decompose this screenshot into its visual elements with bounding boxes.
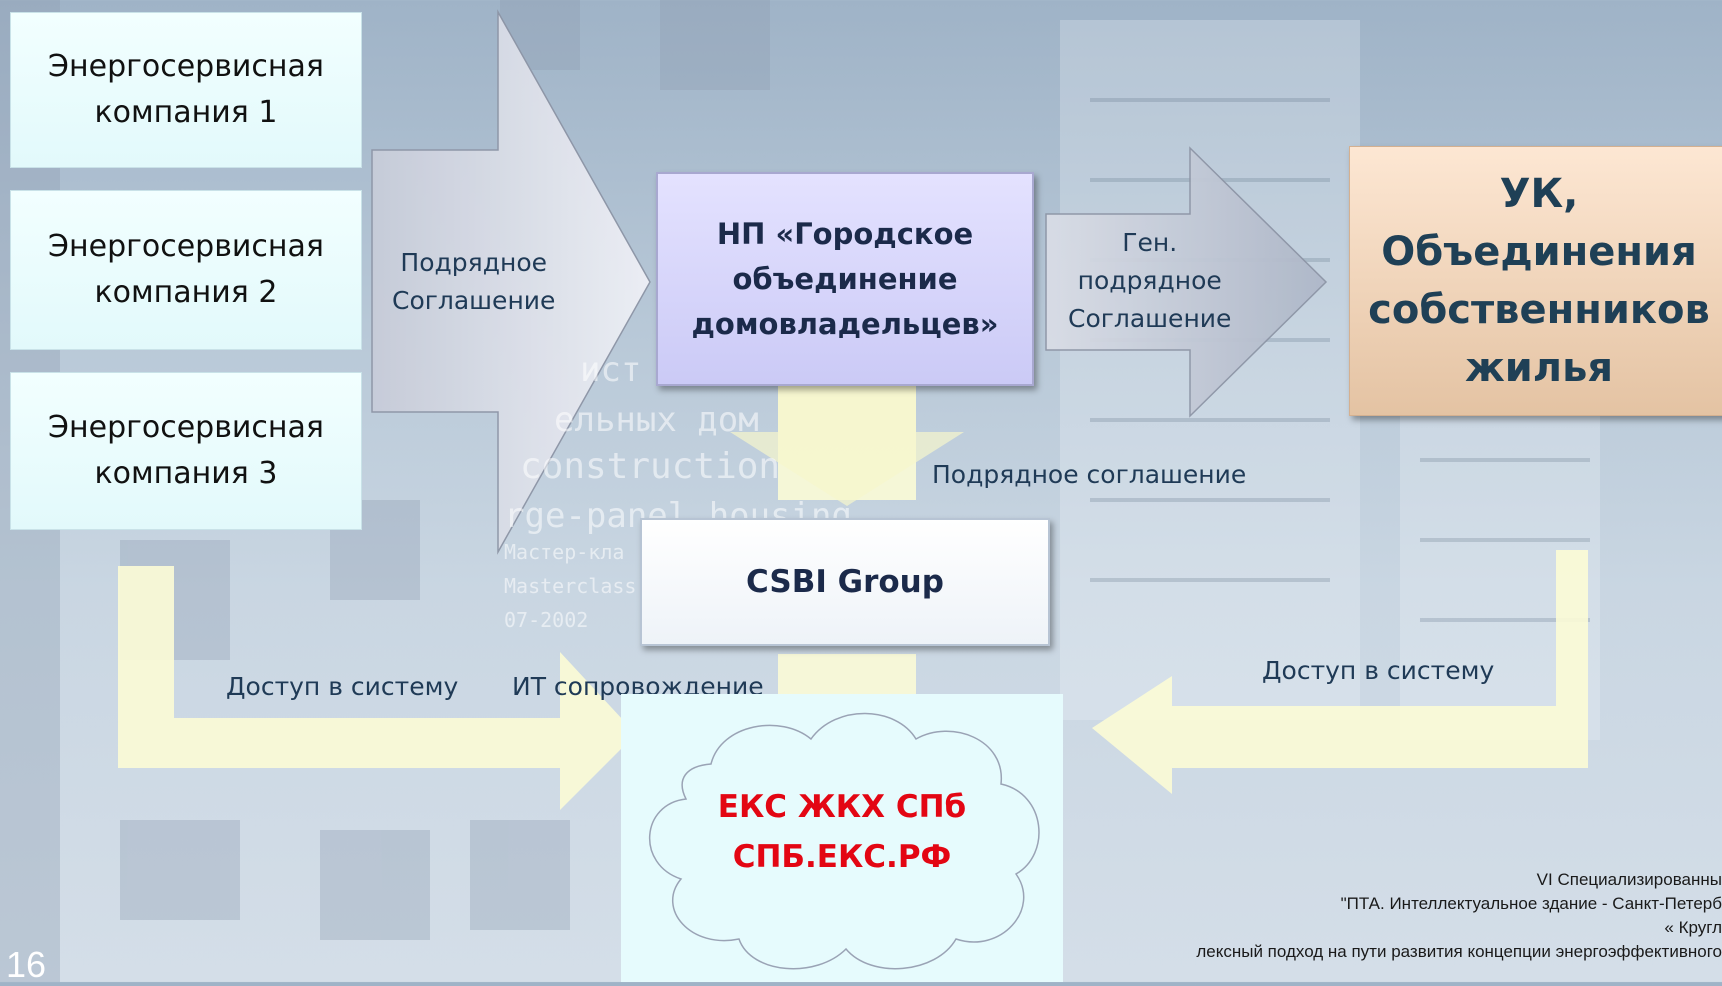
uk-box-line: жилья <box>1464 345 1614 391</box>
cloud-panel <box>621 694 1063 982</box>
company-name-line: компания 1 <box>94 95 278 130</box>
company-name-line: компания 2 <box>94 275 278 310</box>
company-name-line: компания 3 <box>94 456 278 491</box>
csbi-box-label: CSBI Group <box>746 564 944 600</box>
np-box: НП «Городское объединение домовладельцев… <box>656 172 1034 386</box>
watermark-line: ельных дом <box>554 400 759 440</box>
np-box-line: объединение <box>732 261 958 296</box>
access-arrow-right <box>1092 550 1588 794</box>
company-name-line: Энергосервисная <box>48 410 324 445</box>
gen-contract-label: Ген. подрядное Соглашение <box>1068 224 1231 338</box>
company-box-3: Энергосервисная компания 3 <box>10 372 362 530</box>
contract-arrow-label-line: Соглашение <box>392 286 556 315</box>
footer-line: "ПТА. Интеллектуальное здание - Санкт-Пе… <box>1340 894 1722 913</box>
page-number: 16 <box>6 944 47 985</box>
np-box-line: НП «Городское <box>716 216 974 251</box>
contract-arrow-label: Подрядное Соглашение <box>392 244 555 320</box>
contract-arrow-label-line: Подрядное <box>400 248 548 277</box>
company-box-2: Энергосервисная компания 2 <box>10 190 362 350</box>
gen-contract-arrow <box>1045 146 1328 418</box>
watermark-line: Masterclass <box>504 574 637 598</box>
company-box-1: Энергосервисная компания 1 <box>10 12 362 168</box>
contract-down-label: Подрядное соглашение <box>932 460 1247 489</box>
watermark-line: ист <box>580 350 642 390</box>
gen-contract-label-line: подрядное <box>1077 266 1222 295</box>
watermark-line: Мастер-кла <box>504 540 625 564</box>
uk-box-line: Объединения <box>1381 229 1697 275</box>
gen-contract-label-line: Соглашение <box>1068 304 1232 333</box>
cloud-icon <box>648 712 1040 970</box>
watermark-line: 07-2002 <box>504 608 589 632</box>
uk-box: УК, Объединения собственников жилья <box>1349 146 1722 416</box>
watermark-line: construction <box>520 446 781 487</box>
np-box-line: домовладельцев» <box>691 306 999 341</box>
footer-line: « Кругл <box>1664 918 1722 937</box>
down-arrow-csbi-cloud <box>778 654 916 700</box>
contract-arrow <box>371 9 651 555</box>
access-right-label: Доступ в систему <box>1262 656 1495 685</box>
company-name-line: Энергосервисная <box>48 229 324 264</box>
uk-box-line: УК, <box>1499 171 1579 217</box>
cloud-label-line: ЕКС ЖКХ СПб <box>717 789 967 825</box>
footer-line: лексный подход на пути развития концепци… <box>1196 942 1722 961</box>
gen-contract-label-line: Ген. <box>1122 228 1178 257</box>
footer-line: VI Специализированны <box>1536 870 1722 889</box>
footer-text: VI Специализированны "ПТА. Интеллектуаль… <box>862 868 1722 964</box>
uk-box-line: собственников <box>1368 287 1710 333</box>
cloud-label: ЕКС ЖКХ СПб СПБ.ЕКС.РФ <box>621 782 1063 882</box>
csbi-box: CSBI Group <box>640 518 1050 646</box>
access-arrow-left <box>118 566 636 810</box>
access-left-label: Доступ в систему <box>226 672 459 701</box>
cloud-label-line: СПБ.ЕКС.РФ <box>732 839 952 875</box>
company-name-line: Энергосервисная <box>48 49 324 84</box>
